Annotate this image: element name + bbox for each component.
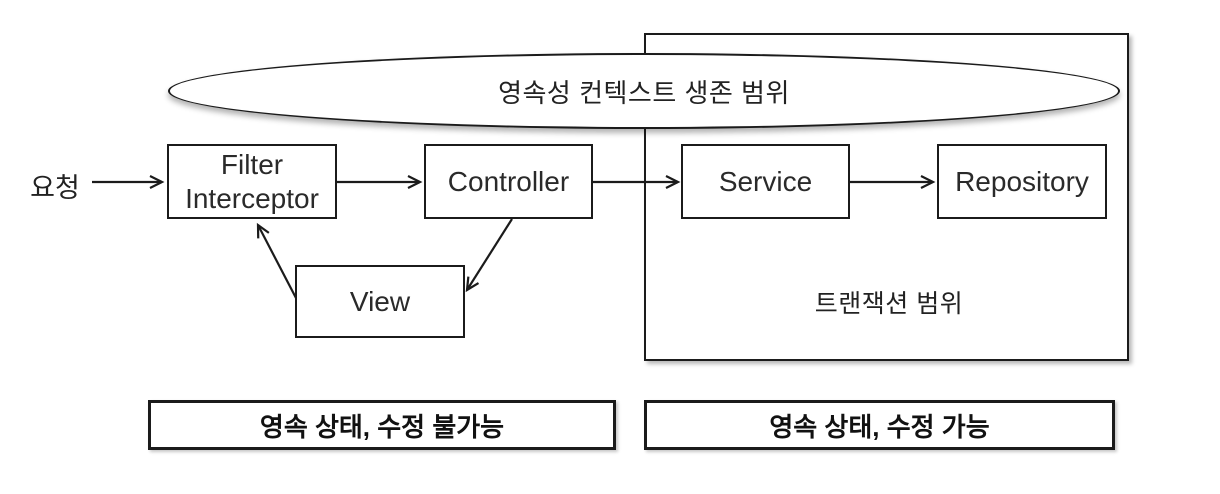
service-label: Service bbox=[718, 165, 813, 197]
view-label: View bbox=[349, 285, 411, 317]
arrow-controller-to-view bbox=[465, 218, 513, 293]
node-repository: Repository bbox=[937, 144, 1107, 219]
arrow-view-to-filter bbox=[256, 222, 297, 299]
legend-persistent-modifiable: 영속 상태, 수정 가능 bbox=[644, 400, 1115, 450]
legend-left-label: 영속 상태, 수정 불가능 bbox=[259, 411, 505, 442]
request-label: 요청 bbox=[30, 173, 80, 203]
node-filter-interceptor: Filter Interceptor bbox=[167, 144, 337, 219]
controller-label: Controller bbox=[447, 165, 570, 197]
persistence-context-label: 영속성 컨텍스트 생존 범위 bbox=[498, 77, 790, 108]
transaction-scope-label: 트랜잭션 범위 bbox=[814, 290, 964, 318]
node-view: View bbox=[295, 265, 465, 338]
node-controller: Controller bbox=[424, 144, 593, 219]
filter-label-line2: Interceptor bbox=[185, 182, 319, 214]
persistence-context-ellipse: 영속성 컨텍스트 생존 범위 bbox=[168, 53, 1120, 129]
legend-right-label: 영속 상태, 수정 가능 bbox=[769, 411, 990, 442]
node-service: Service bbox=[681, 144, 850, 219]
legend-persistent-not-modifiable: 영속 상태, 수정 불가능 bbox=[148, 400, 616, 450]
repository-label: Repository bbox=[955, 165, 1089, 197]
filter-label-line1: Filter bbox=[220, 148, 284, 180]
